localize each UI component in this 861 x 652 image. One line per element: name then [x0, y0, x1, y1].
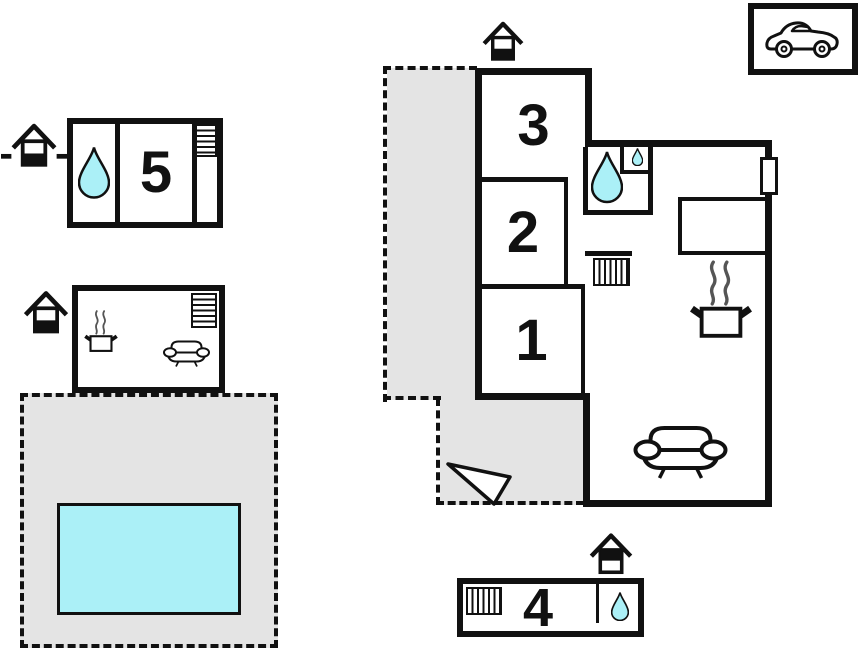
radiator-icon [195, 124, 217, 157]
pool [57, 503, 241, 615]
stove-icon [690, 260, 752, 338]
wall-segment [583, 147, 588, 215]
wall-segment [475, 68, 592, 75]
wall-segment [115, 124, 120, 222]
water-drop-icon [591, 151, 623, 204]
sofa-icon [633, 426, 728, 479]
room-label-1: 1 [515, 308, 548, 373]
wall-segment [583, 500, 772, 507]
wall-segment [585, 251, 632, 256]
entrance-icon-unit5 [1, 123, 67, 167]
entrance-icon-main [482, 21, 524, 61]
radiator-icon [191, 293, 217, 328]
wall-segment [583, 398, 590, 507]
sofa-icon [163, 340, 210, 367]
entrance-icon-unit4 [589, 533, 633, 575]
unit5-building: 5 [67, 118, 223, 228]
wall-segment [475, 284, 585, 289]
wall-segment [765, 140, 772, 507]
wall-segment [585, 140, 772, 147]
radiator-icon [593, 258, 630, 286]
wall-segment [620, 147, 624, 174]
radiator-icon [466, 587, 502, 615]
wall-segment [648, 147, 653, 215]
terrace-main-lower [440, 398, 585, 505]
wall-segment [475, 68, 482, 400]
wall-segment [583, 210, 653, 215]
car-icon [765, 21, 839, 58]
wall-segment [596, 584, 599, 623]
small-drop-icon [632, 148, 643, 166]
annex-room [72, 285, 225, 393]
room-label-3: 3 [517, 93, 550, 158]
terrace-dash-step-h [383, 396, 441, 400]
terrace-dash-left [383, 66, 387, 402]
terrace-dash-bottom [436, 501, 584, 505]
stove-icon [84, 310, 118, 352]
wall-segment [192, 124, 197, 222]
terrace-dash-top [383, 66, 477, 70]
wall-segment [620, 170, 653, 174]
water-drop-icon [611, 592, 629, 621]
wall-segment [564, 177, 568, 288]
terrace-dash-step-v [436, 398, 440, 505]
north-arrow-icon [446, 462, 512, 506]
parking-box [748, 3, 858, 75]
wall-segment [475, 177, 568, 182]
room-label-5: 5 [139, 140, 173, 205]
table [678, 197, 769, 255]
terrace-main-upper [387, 68, 477, 400]
room-label-4: 4 [522, 577, 554, 638]
water-drop-icon [78, 147, 110, 199]
wall-segment [585, 68, 592, 147]
room-label-2: 2 [506, 200, 540, 265]
wall-segment [581, 284, 585, 398]
entrance-icon-annex [23, 291, 69, 334]
window-icon [760, 157, 778, 195]
unit4-building: 4 [457, 578, 644, 637]
wall-segment [475, 393, 590, 400]
